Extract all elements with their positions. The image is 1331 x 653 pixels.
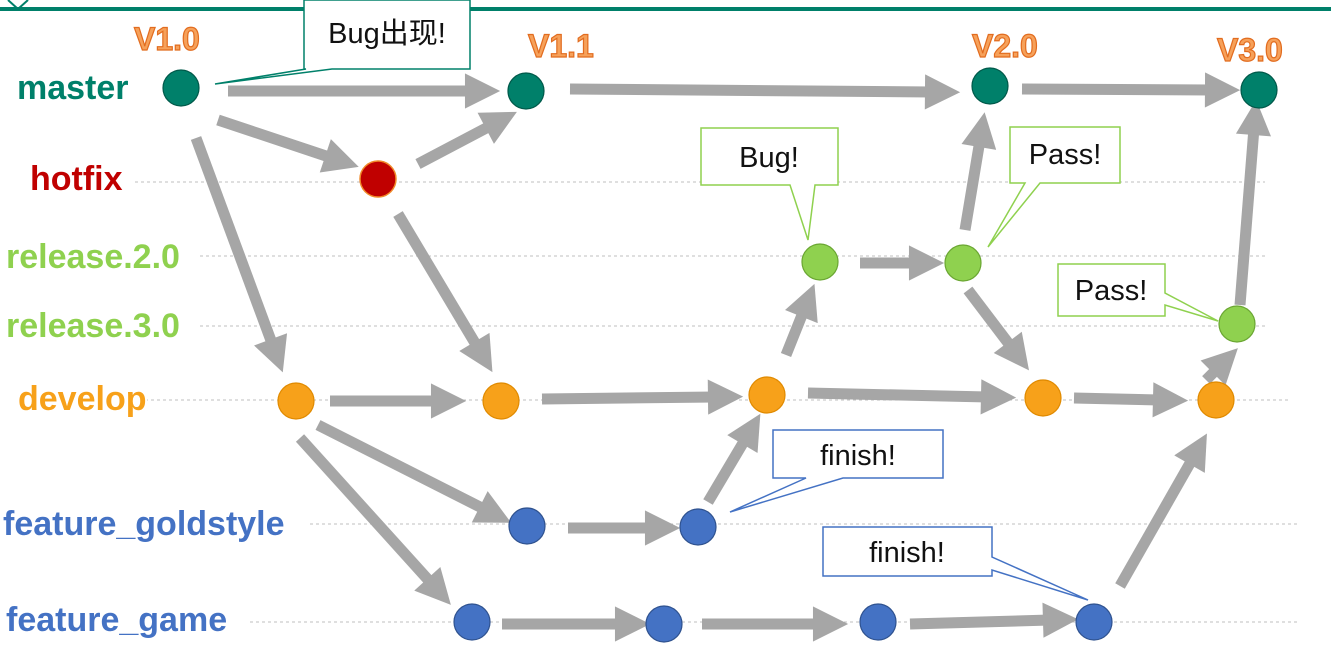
branch-label-hotfix: hotfix: [30, 160, 123, 198]
arrow-game-to-develop: [1115, 433, 1207, 589]
callout-finish-game-box: [822, 526, 1089, 601]
commit-master-v10: [162, 69, 200, 107]
arrow-game-3-4: [909, 602, 1079, 638]
branch-label-develop: develop: [18, 380, 146, 418]
callout-pass-release3: Pass!: [1057, 263, 1219, 322]
arrow-master-to-develop: [190, 136, 288, 373]
callout-bug-appears-box: [214, 0, 471, 85]
commit-develop-5: [1197, 381, 1235, 419]
branch-label-master: master: [17, 69, 129, 107]
arrow-release2-to-develop: [963, 286, 1030, 371]
arrow-master-to-hotfix: [216, 114, 359, 173]
commit-develop-2: [482, 382, 520, 420]
top-corner-mark: [7, 0, 29, 11]
arrow-release3-to-master: [1234, 99, 1271, 306]
arrow-master-v11-v20: [569, 74, 961, 110]
commit-master-v30: [1240, 71, 1278, 109]
arrow-hotfix-to-develop: [393, 211, 493, 373]
branch-labels: master hotfix release.2.0 release.3.0 de…: [1, 67, 287, 641]
callout-pass-release3-box: [1057, 263, 1219, 322]
arrow-hotfix-to-master: [415, 111, 517, 169]
callout-bug-appears: Bug出现!: [214, 0, 471, 85]
branch-label-goldstyle: feature_goldstyle: [3, 505, 285, 543]
commit-release2-2: [944, 244, 982, 282]
branch-label-release2: release.2.0: [6, 238, 180, 276]
callout-pass-release2: Pass!: [987, 126, 1121, 248]
callout-pass-release2-box: [987, 126, 1121, 248]
version-label-v10: V1.0: [134, 21, 200, 57]
commit-game-1: [453, 603, 491, 641]
commit-arrows: [190, 72, 1271, 642]
arrow-release2-to-master: [959, 112, 997, 231]
arrow-develop-to-release2: [780, 283, 818, 358]
commit-hotfix: [359, 160, 397, 198]
arrow-goldstyle-to-develop: [703, 413, 761, 505]
commit-goldstyle-1: [508, 507, 546, 545]
branch-label-release3: release.3.0: [6, 307, 180, 345]
version-label-v20: V2.0: [972, 28, 1038, 64]
commit-develop-4: [1024, 379, 1062, 417]
callout-bug-appears-text: Bug出现!: [328, 17, 446, 50]
commit-develop-1: [277, 382, 315, 420]
callout-bug: Bug!: [700, 127, 839, 241]
arrow-develop-to-goldstyle: [315, 420, 512, 523]
commit-release3: [1218, 305, 1256, 343]
callout-pass-release2-text: Pass!: [1029, 139, 1102, 171]
commit-develop-3: [748, 376, 786, 414]
callout-finish-goldstyle: finish!: [729, 429, 944, 513]
arrow-develop-to-game: [295, 434, 451, 605]
commit-game-3: [859, 603, 897, 641]
arrow-develop-4-5: [1073, 382, 1189, 418]
arrow-develop-2-3: [541, 379, 744, 415]
arrow-master-v20-v30: [1021, 72, 1241, 108]
commit-master-v11: [507, 72, 545, 110]
version-labels: V1.0 V1.1 V2.0 V3.0: [133, 20, 1283, 68]
callout-bug-text: Bug!: [739, 142, 799, 174]
callout-bug-box: [700, 127, 839, 241]
commit-goldstyle-2: [679, 508, 717, 546]
arrow-develop-3-4: [807, 379, 1017, 415]
version-label-v30: V3.0: [1217, 32, 1283, 68]
callout-finish-game: finish!: [822, 526, 1089, 601]
callout-pass-release3-text: Pass!: [1075, 275, 1148, 307]
commit-game-2: [645, 605, 683, 643]
commit-nodes: [162, 67, 1278, 643]
commit-game-4: [1075, 603, 1113, 641]
branch-label-game: feature_game: [6, 601, 227, 639]
commit-master-v20: [971, 67, 1009, 105]
callout-finish-goldstyle-box: [729, 429, 944, 513]
callout-finish-game-text: finish!: [869, 537, 945, 569]
callout-finish-goldstyle-text: finish!: [820, 440, 896, 472]
arrow-develop-to-release3: [1200, 348, 1238, 386]
version-label-v11: V1.1: [528, 28, 594, 64]
commit-release2-1: [801, 243, 839, 281]
